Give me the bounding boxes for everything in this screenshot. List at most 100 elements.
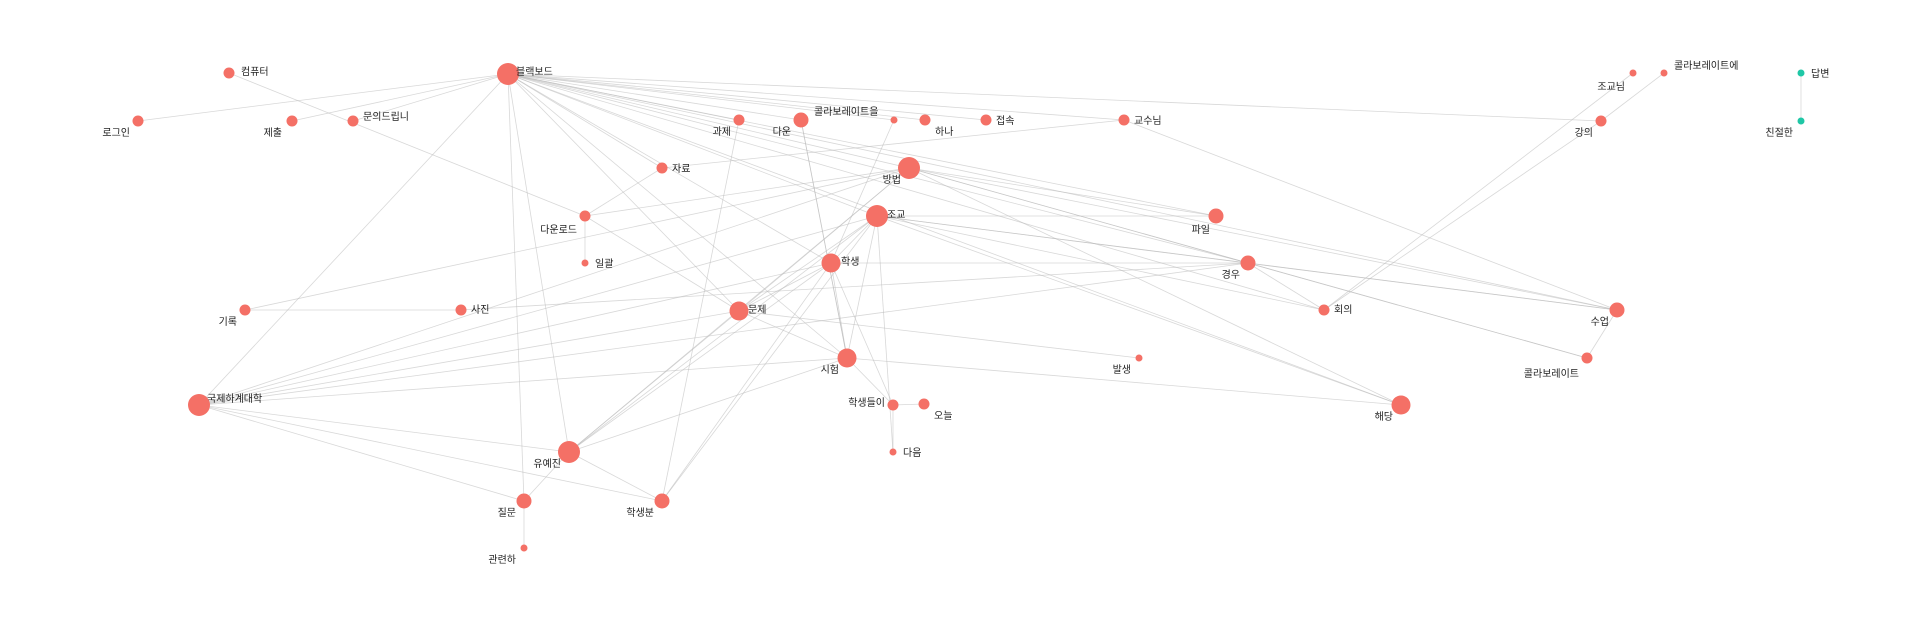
graph-node[interactable] [1581,352,1593,364]
graph-node[interactable] [887,399,899,411]
node-label: 제출 [264,127,282,139]
graph-node[interactable] [497,63,519,85]
graph-edge [568,310,740,453]
graph-node[interactable] [654,493,670,509]
graph-node[interactable] [1595,115,1607,127]
graph-edge [507,73,910,169]
edge-layer [137,72,1802,548]
node-label: 다음 [903,447,921,459]
graph-edge [584,167,910,217]
graph-node[interactable] [837,348,857,368]
graph-node[interactable] [558,441,580,463]
graph-node[interactable] [223,67,235,79]
graph-node[interactable] [1797,117,1805,125]
graph-edge [1586,309,1618,359]
graph-edge [507,73,1602,122]
graph-node[interactable] [1135,354,1143,362]
graph-edge [661,215,878,502]
graph-node[interactable] [918,398,930,410]
graph-edge [661,119,740,502]
graph-node[interactable] [898,157,920,179]
node-label: 콜라보레이트에 [1674,60,1738,72]
graph-node[interactable] [1391,395,1411,415]
graph-edge [568,357,848,453]
node-label: 과제 [713,126,731,138]
graph-node[interactable] [733,114,745,126]
graph-edge [908,167,1618,311]
graph-node[interactable] [729,301,749,321]
graph-node[interactable] [866,205,888,227]
graph-node[interactable] [516,493,532,509]
graph-edge [198,404,663,502]
graph-node[interactable] [1660,69,1668,77]
graph-edge [661,262,832,502]
graph-node[interactable] [919,114,931,126]
graph-edge [507,73,1249,264]
graph-node[interactable] [1240,255,1256,271]
node-label: 콜라보레이트을 [814,106,878,118]
graph-node[interactable] [455,304,467,316]
graph-edge [800,119,848,359]
graph-node[interactable] [821,253,841,273]
graph-edge [908,167,1402,406]
node-label: 콜라보레이트 [1524,368,1579,380]
node-layer [132,63,1805,552]
graph-node[interactable] [286,115,298,127]
graph-edge [352,73,509,122]
graph-edge [661,119,1125,169]
graph-node[interactable] [1118,114,1130,126]
graph-node[interactable] [656,162,668,174]
graph-node[interactable] [581,259,589,267]
node-label: 해당 [1375,410,1393,423]
node-label: 다운 [773,126,791,138]
graph-edge [228,72,586,217]
graph-edge [876,215,894,453]
graph-edge [584,167,663,217]
graph-node[interactable] [579,210,591,222]
node-label: 로그인 [102,127,130,139]
graph-node[interactable] [1318,304,1330,316]
graph-node[interactable] [1629,69,1637,77]
graph-node[interactable] [1208,208,1224,224]
graph-edge [507,73,740,312]
node-label: 일괄 [595,258,613,270]
graph-edge [198,404,570,453]
graph-edge [507,73,1402,406]
graph-node[interactable] [239,304,251,316]
graph-edge [507,73,525,502]
graph-edge [738,215,878,312]
graph-edge [507,73,848,359]
node-label: 컴퓨터 [241,66,269,78]
graph-edge [846,215,878,359]
graph-edge [846,357,1402,406]
graph-edge [507,73,802,121]
node-label: 방법 [883,174,901,186]
graph-node[interactable] [132,115,144,127]
graph-edge [507,73,570,453]
graph-edge [876,215,1402,406]
node-label: 발생 [1113,364,1131,376]
node-label: 질문 [498,507,516,519]
node-label: 조교님 [1597,81,1625,93]
graph-node[interactable] [1797,69,1805,77]
graph-edge [1247,262,1325,311]
graph-edge [198,262,1249,406]
graph-node[interactable] [347,115,359,127]
node-label: 접속 [996,115,1014,127]
graph-node[interactable] [188,394,210,416]
graph-node[interactable] [980,114,992,126]
graph-node[interactable] [793,112,809,128]
graph-edge [507,73,1125,121]
graph-edge [137,73,509,122]
graph-node[interactable] [889,448,897,456]
graph-edge [738,310,848,359]
graph-node[interactable] [890,116,898,124]
graph-node[interactable] [1609,302,1625,318]
graph-edge [198,310,740,406]
node-label: 시험 [821,364,839,376]
node-label: 유예진 [533,458,561,470]
graph-node[interactable] [520,544,528,552]
